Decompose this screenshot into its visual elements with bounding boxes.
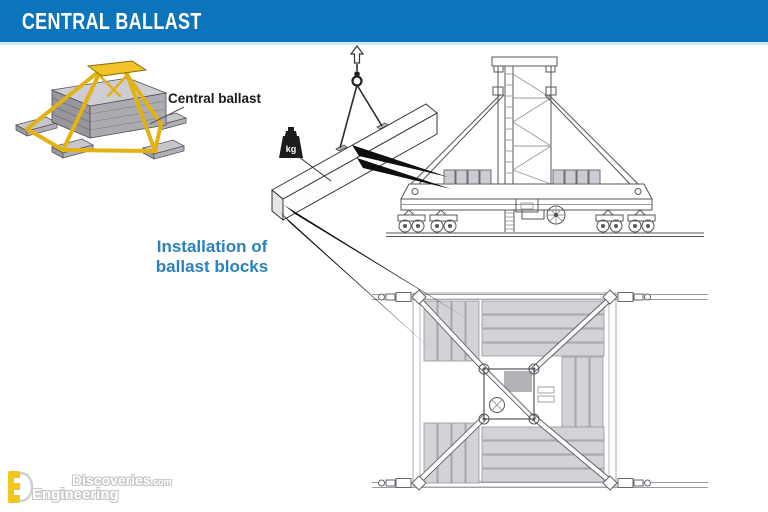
- plan-ballast-blocks: [423, 300, 605, 484]
- logo-discoveries-text: Discoveries: [72, 472, 151, 488]
- plan-tie-struts: [414, 294, 615, 486]
- logo-top-line: Discoveries.com: [72, 472, 172, 488]
- kg-weight-icon: kg: [279, 127, 303, 158]
- up-arrow-icon: [349, 45, 365, 64]
- caption-line-2: ballast blocks: [155, 257, 269, 276]
- logo-com-text: .com: [150, 477, 172, 487]
- installation-caption: Installation of ballast blocks: [130, 237, 294, 277]
- header-accent-line: [0, 42, 768, 45]
- ballast-beam: [271, 103, 438, 222]
- yellow-frame: [25, 70, 163, 153]
- plan-outer-frame: [412, 292, 617, 488]
- header-bar: CENTRAL BALLAST: [0, 0, 768, 42]
- sling-lines: [339, 84, 383, 149]
- access-ladder: [504, 210, 515, 232]
- mini-illustration: [14, 60, 188, 160]
- page-title: CENTRAL BALLAST: [21, 8, 202, 34]
- kg-label: kg: [286, 144, 297, 154]
- plan-center-mast: [478, 363, 555, 425]
- plan-view: [372, 289, 708, 491]
- label-leader-line: [149, 106, 185, 125]
- logo-engineering-text: Engineering: [32, 486, 119, 503]
- tower-mast: [491, 56, 558, 185]
- central-ballast-label: Central ballast: [168, 91, 262, 106]
- hook-icon: [351, 64, 363, 87]
- elevation-rails: [386, 232, 704, 237]
- deck-platform: [400, 183, 653, 213]
- logo-mark-icon: [8, 471, 34, 503]
- kg-leader-line: [298, 156, 332, 182]
- elevation-view: [386, 56, 704, 237]
- engineering-discoveries-logo: Discoveries.com Engineering: [6, 466, 206, 508]
- frame-top-platform: [86, 60, 148, 77]
- caption-line-1: Installation of: [156, 237, 268, 256]
- rail-bogies: [397, 209, 656, 233]
- elevation-ballast-blocks: [443, 169, 601, 185]
- pointer-arrows: [280, 145, 466, 350]
- pointer-to-elevation-2: [357, 158, 451, 189]
- pointer-to-plan-1: [284, 205, 466, 318]
- hoisted-beam-group: kg: [271, 45, 438, 222]
- pointer-to-plan-2: [280, 212, 432, 350]
- tie-bars: [410, 94, 639, 185]
- winch-drum: [521, 205, 566, 225]
- pointer-to-elevation-1: [352, 145, 448, 177]
